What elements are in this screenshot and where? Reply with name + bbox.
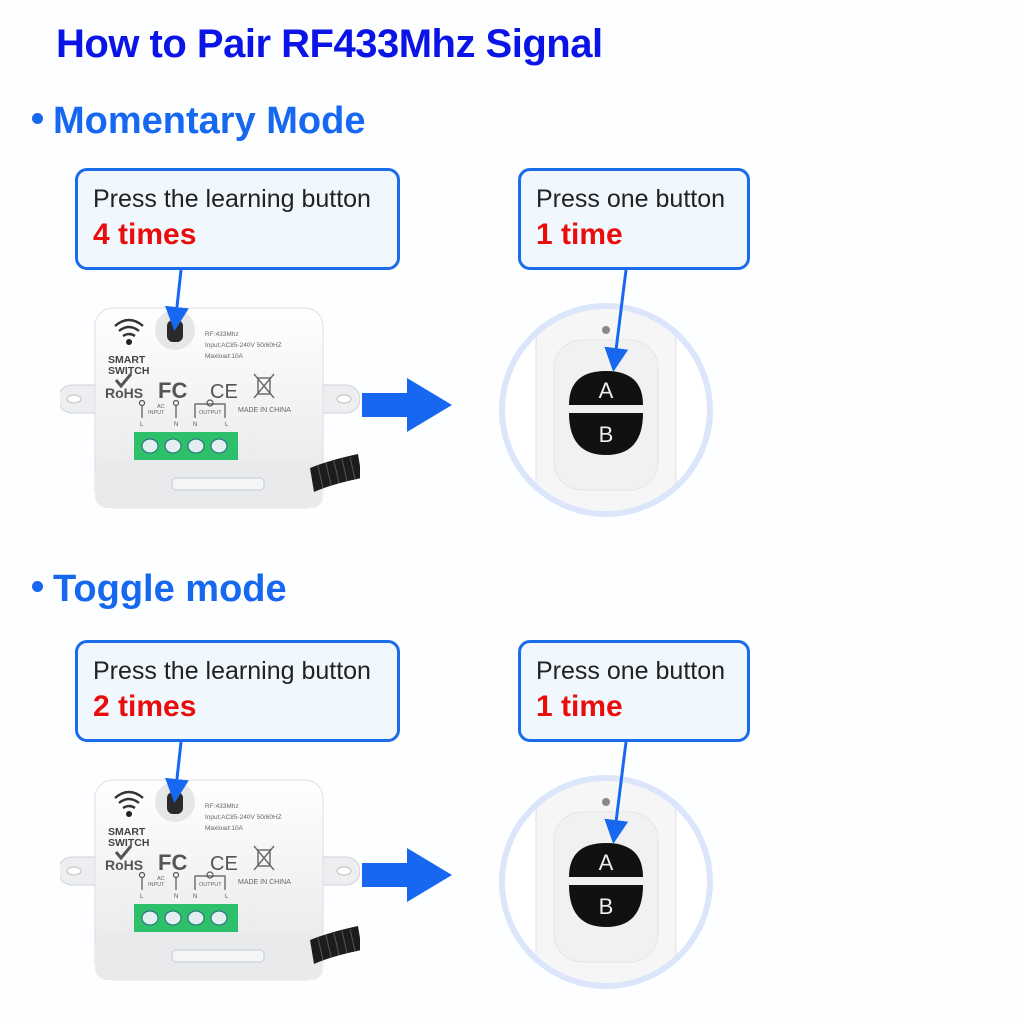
antenna-coil	[310, 926, 362, 964]
receiver-device: SMART SWITCH RF:433Mhz Input:AC85-240V 5…	[57, 290, 362, 525]
mounting-ear-right	[317, 384, 361, 414]
fcc-logo: FC	[158, 378, 187, 403]
bullet-icon	[32, 581, 43, 593]
brand-label: SWITCH	[108, 365, 149, 377]
rohs-check-icon	[114, 845, 133, 861]
bullet-icon	[32, 113, 43, 125]
terminal-label: N	[193, 894, 197, 900]
page-title: How to Pair RF433Mhz Signal	[56, 22, 603, 66]
input-label: INPUT	[148, 882, 165, 888]
rohs-logo: RoHS	[105, 857, 143, 873]
callout-instruction: Press one button	[536, 657, 726, 685]
receiver-callout: Press the learning button 4 times	[75, 168, 400, 270]
rohs-check-icon	[114, 373, 133, 389]
remote-led	[602, 798, 610, 806]
wiring-diagram	[138, 871, 226, 890]
button-b-label: B	[599, 422, 614, 447]
terminal-label: N	[174, 894, 178, 900]
receiver-slot	[171, 949, 265, 963]
spec-rf: RF:433Mhz	[205, 803, 239, 810]
antenna-coil	[310, 454, 362, 492]
callout-count: 1 time	[536, 690, 623, 723]
receiver-slot	[171, 477, 265, 491]
learning-button[interactable]	[155, 782, 195, 822]
callout-instruction: Press the learning button	[93, 185, 371, 213]
wifi-icon	[114, 318, 144, 338]
callout-count: 1 time	[536, 218, 623, 251]
origin-label: MADE IN CHINA	[238, 407, 291, 414]
callout-instruction: Press the learning button	[93, 657, 371, 685]
remote-led	[602, 326, 610, 334]
input-label: INPUT	[148, 410, 165, 416]
remote-button-b[interactable]: B	[569, 413, 643, 455]
button-b-label: B	[599, 894, 614, 919]
receiver-callout: Press the learning button 2 times	[75, 640, 400, 742]
brand-label: SMART	[108, 826, 146, 838]
heading-text: Toggle mode	[53, 568, 287, 610]
spec-maxload: Maxload:10A	[205, 353, 244, 360]
terminal-label: L	[140, 422, 144, 428]
terminal-label: N	[193, 422, 197, 428]
brand-label: SWITCH	[108, 837, 149, 849]
led-indicator	[126, 811, 132, 817]
callout-count: 2 times	[93, 690, 197, 723]
output-label: OUTPUT	[199, 410, 222, 416]
terminal-block	[134, 904, 238, 932]
wiring-diagram	[138, 399, 226, 418]
learning-button[interactable]	[155, 310, 195, 350]
ce-logo: CE	[210, 381, 238, 403]
terminal-block	[134, 432, 238, 460]
spec-input: Input:AC85-240V 50/60HZ	[205, 814, 282, 821]
remote-control: A B	[496, 300, 716, 525]
remote-callout: Press one button 1 time	[518, 168, 750, 270]
flow-arrow-right-icon	[362, 848, 452, 902]
callout-count: 4 times	[93, 218, 197, 251]
mounting-ear-right	[317, 856, 361, 886]
spec-input: Input:AC85-240V 50/60HZ	[205, 342, 282, 349]
ce-logo: CE	[210, 853, 238, 875]
weee-bin-icon	[253, 373, 275, 399]
ac-label: AC	[157, 876, 165, 882]
terminal-label: N	[174, 422, 178, 428]
mounting-ear-left	[57, 856, 101, 886]
fcc-logo: FC	[158, 850, 187, 875]
callout-instruction: Press one button	[536, 185, 726, 213]
button-a-label: A	[599, 378, 614, 403]
terminal-label: L	[225, 894, 229, 900]
mounting-ear-left	[57, 384, 101, 414]
spec-rf: RF:433Mhz	[205, 331, 239, 338]
remote-button-a[interactable]: A	[569, 843, 643, 877]
receiver-device: SMART SWITCH RF:433Mhz Input:AC85-240V 5…	[57, 762, 362, 997]
remote-button-b[interactable]: B	[569, 885, 643, 927]
section-heading-toggle: Toggle mode	[32, 568, 287, 611]
terminal-label: L	[140, 894, 144, 900]
led-indicator	[126, 339, 132, 345]
weee-bin-icon	[253, 845, 275, 871]
remote-button-a[interactable]: A	[569, 371, 643, 405]
section-heading-momentary: Momentary Mode	[32, 100, 365, 143]
remote-callout: Press one button 1 time	[518, 640, 750, 742]
heading-text: Momentary Mode	[53, 100, 366, 142]
output-label: OUTPUT	[199, 882, 222, 888]
ac-label: AC	[157, 404, 165, 410]
remote-control: A B	[496, 772, 716, 997]
origin-label: MADE IN CHINA	[238, 879, 291, 886]
flow-arrow-right-icon	[362, 378, 452, 432]
wifi-icon	[114, 790, 144, 810]
terminal-label: L	[225, 422, 229, 428]
spec-maxload: Maxload:10A	[205, 825, 244, 832]
rohs-logo: RoHS	[105, 385, 143, 401]
brand-label: SMART	[108, 354, 146, 366]
button-a-label: A	[599, 850, 614, 875]
